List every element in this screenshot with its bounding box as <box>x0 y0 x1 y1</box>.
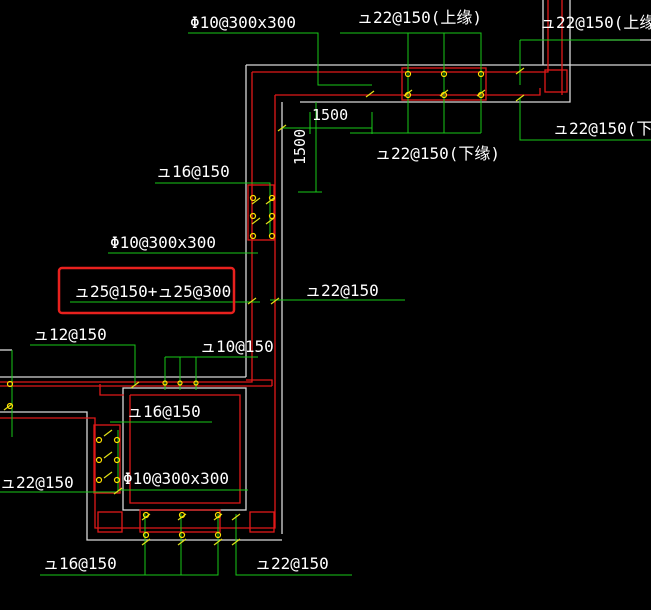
label-right-top-rebar: ュ22@150(上缘) <box>540 13 651 32</box>
rebar-labels: Φ10@300x300 ュ22@150(上缘) ュ22@150(上缘) ュ22@… <box>0 8 651 573</box>
rebar-ticks <box>3 67 525 546</box>
rebar-lines <box>0 0 568 533</box>
rebar-dots <box>6 70 485 539</box>
label-highlighted-rebar: ュ25@150+ュ25@300 <box>74 282 231 301</box>
label-stirrup-top: Φ10@300x300 <box>190 13 296 32</box>
highlight-box <box>57 266 236 315</box>
label-bottom-left-rebar: ュ16@150 <box>43 554 117 573</box>
label-dist-rebar: ュ10@150 <box>200 337 274 356</box>
label-right-bottom-rebar: ュ22@150(下缘) <box>553 119 651 138</box>
label-stirrup-mid: Φ10@300x300 <box>110 233 216 252</box>
label-side-rebar-top: ュ16@150 <box>156 162 230 181</box>
label-lower-mid-rebar: ュ22@150(下缘) <box>375 144 500 163</box>
label-dim-horizontal: 1500 <box>312 106 348 124</box>
label-left-bottom-rebar: ュ22@150 <box>0 473 74 492</box>
label-upper-top-rebar: ュ22@150(上缘) <box>357 8 482 27</box>
label-left-rebar: ュ12@150 <box>33 325 107 344</box>
label-bottom-right-rebar: ュ22@150 <box>255 554 329 573</box>
concrete-outline <box>0 0 651 541</box>
label-stirrup-bottom: Φ10@300x300 <box>123 469 229 488</box>
label-dim-vertical: 1500 <box>291 129 309 165</box>
leader-lines <box>0 32 651 576</box>
label-wall-rebar: ュ22@150 <box>305 281 379 300</box>
label-side-rebar-mid: ュ16@150 <box>127 402 201 421</box>
